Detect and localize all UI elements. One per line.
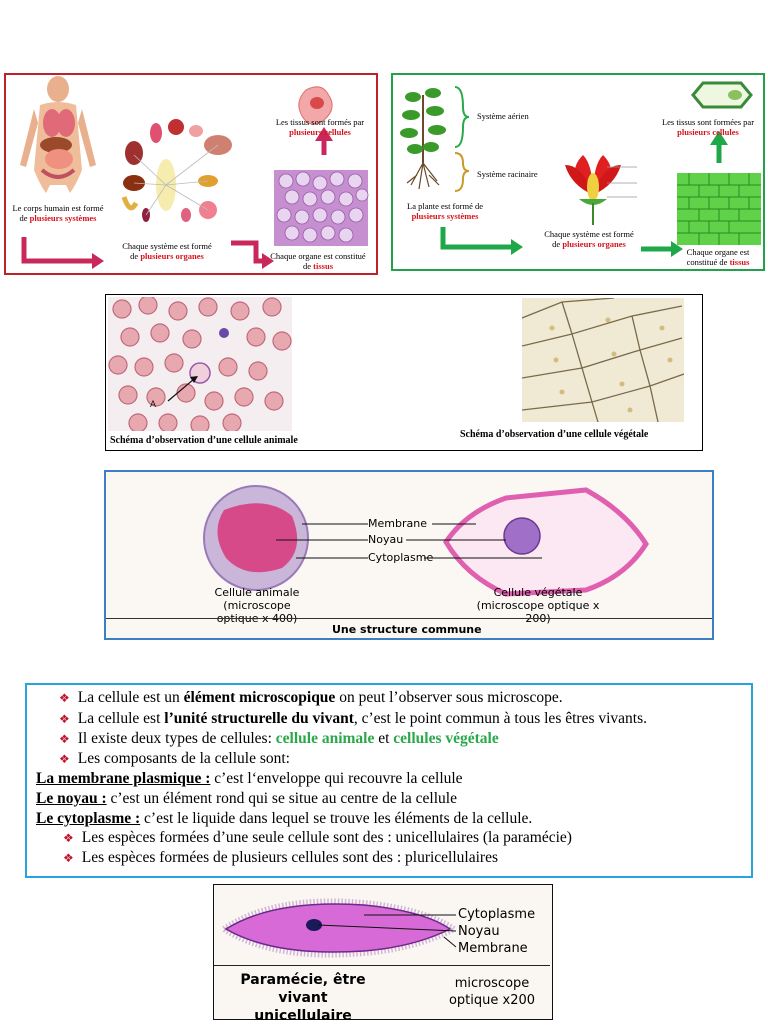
plant-cell-image (691, 81, 753, 109)
paramecium-image (218, 898, 460, 958)
summary-sub-2: ❖Les espèces formées de plusieurs cellul… (63, 849, 498, 866)
diamond-icon: ❖ (59, 691, 70, 705)
cell-structure-illustration (203, 485, 649, 597)
summary-bullet-3: ❖Il existe deux types de cellules: cellu… (59, 730, 499, 747)
tissue-caption: Les tissus sont formés par plusieurs cel… (275, 117, 365, 137)
tissue-image (274, 170, 369, 246)
arrow-icon (262, 253, 274, 269)
plant-cell-image (443, 487, 649, 597)
cell-structure-panel: Membrane Noyau Cytoplasme Cellule animal… (104, 470, 714, 640)
plant-cell-caption: Cellule végétale(microscope optique x 20… (476, 586, 600, 625)
onion-epidermis-image (522, 298, 684, 422)
animal-organization-illustration (20, 76, 369, 269)
single-cell-image (298, 86, 333, 125)
plant-organization-panel: Système aérien Système racinaire La plan… (391, 73, 765, 271)
arrow-icon (440, 143, 722, 252)
paramecium-nucleus-label: Noyau (458, 924, 500, 939)
arrow-icon (710, 131, 728, 145)
summary-bullet-4: ❖Les composants de la cellule sont: (59, 750, 290, 767)
diamond-icon: ❖ (59, 712, 70, 726)
summary-bullet-2: ❖La cellule est l’unité structurelle du … (59, 710, 648, 727)
animal-cell-caption: Cellule animale(microscope optique x 400… (214, 586, 300, 625)
diamond-icon: ❖ (63, 851, 74, 865)
plant-caption: La plante est formé de plusieurs système… (407, 201, 483, 221)
plant-tissue-caption: Les tissus sont formées par plusieurs ce… (661, 117, 755, 137)
arrow-icon (671, 241, 683, 257)
summary-panel: ❖La cellule est un élément microscopique… (25, 683, 753, 878)
animal-organization-panel: Le corps humain est formé de plusieurs s… (4, 73, 378, 275)
plant-observation-caption: Schéma d’observation d’une cellule végét… (460, 429, 649, 440)
definition-nucleus: Le noyau : c’est un élément rond qui se … (36, 790, 457, 807)
paramecium-membrane-label: Membrane (458, 941, 528, 956)
root-label: Système racinaire (477, 169, 538, 179)
paramecium-cytoplasm-label: Cytoplasme (458, 907, 536, 922)
plant-organ-caption: Chaque organe est constitué de tissus (686, 247, 750, 267)
animal-observation-caption: Schéma d’observation d’une cellule anima… (110, 435, 298, 446)
cytoplasm-label: Cytoplasme (368, 551, 434, 564)
plant-organization-illustration (400, 81, 761, 257)
diamond-icon: ❖ (63, 831, 74, 845)
definition-cytoplasm: Le cytoplasme : c’est le liquide dans le… (36, 810, 533, 827)
diamond-icon: ❖ (59, 752, 70, 766)
arrow-icon (21, 139, 327, 264)
diamond-icon: ❖ (59, 732, 70, 746)
arrow-icon (511, 239, 523, 255)
plant-image (400, 88, 446, 190)
organ-caption: Chaque organe est constitué de tissus (270, 251, 366, 271)
flower-image (565, 155, 637, 225)
pointer-lines (276, 523, 542, 559)
structure-footer: Une structure commune (332, 623, 482, 636)
summary-sub-1: ❖Les espèces formées d’une seule cellule… (63, 829, 572, 846)
bracket-icon (454, 86, 470, 148)
organs-image (121, 119, 232, 222)
membrane-label: Membrane (368, 517, 427, 530)
definition-membrane: La membrane plasmique : c’est l‘envelopp… (36, 770, 463, 787)
arrow-icon (315, 127, 333, 141)
paramecium-panel: Cytoplasme Noyau Membrane Paramécie, êtr… (213, 884, 553, 1024)
human-body-image (20, 76, 96, 193)
blood-smear-image: A (108, 297, 292, 431)
arrow-icon (92, 253, 104, 269)
nucleus-label: Noyau (368, 533, 404, 546)
aerial-label: Système aérien (477, 111, 529, 121)
body-caption: Le corps humain est formé de plusieurs s… (12, 203, 104, 223)
bracket-icon (454, 152, 470, 192)
plant-tissue-image (677, 173, 761, 245)
animal-cell-image (203, 485, 309, 591)
summary-bullet-1: ❖La cellule est un élément microscopique… (59, 689, 563, 706)
observation-panel: A Schéma d’observation d’une cellule ani… (105, 294, 703, 451)
marker-label: A (150, 399, 156, 409)
